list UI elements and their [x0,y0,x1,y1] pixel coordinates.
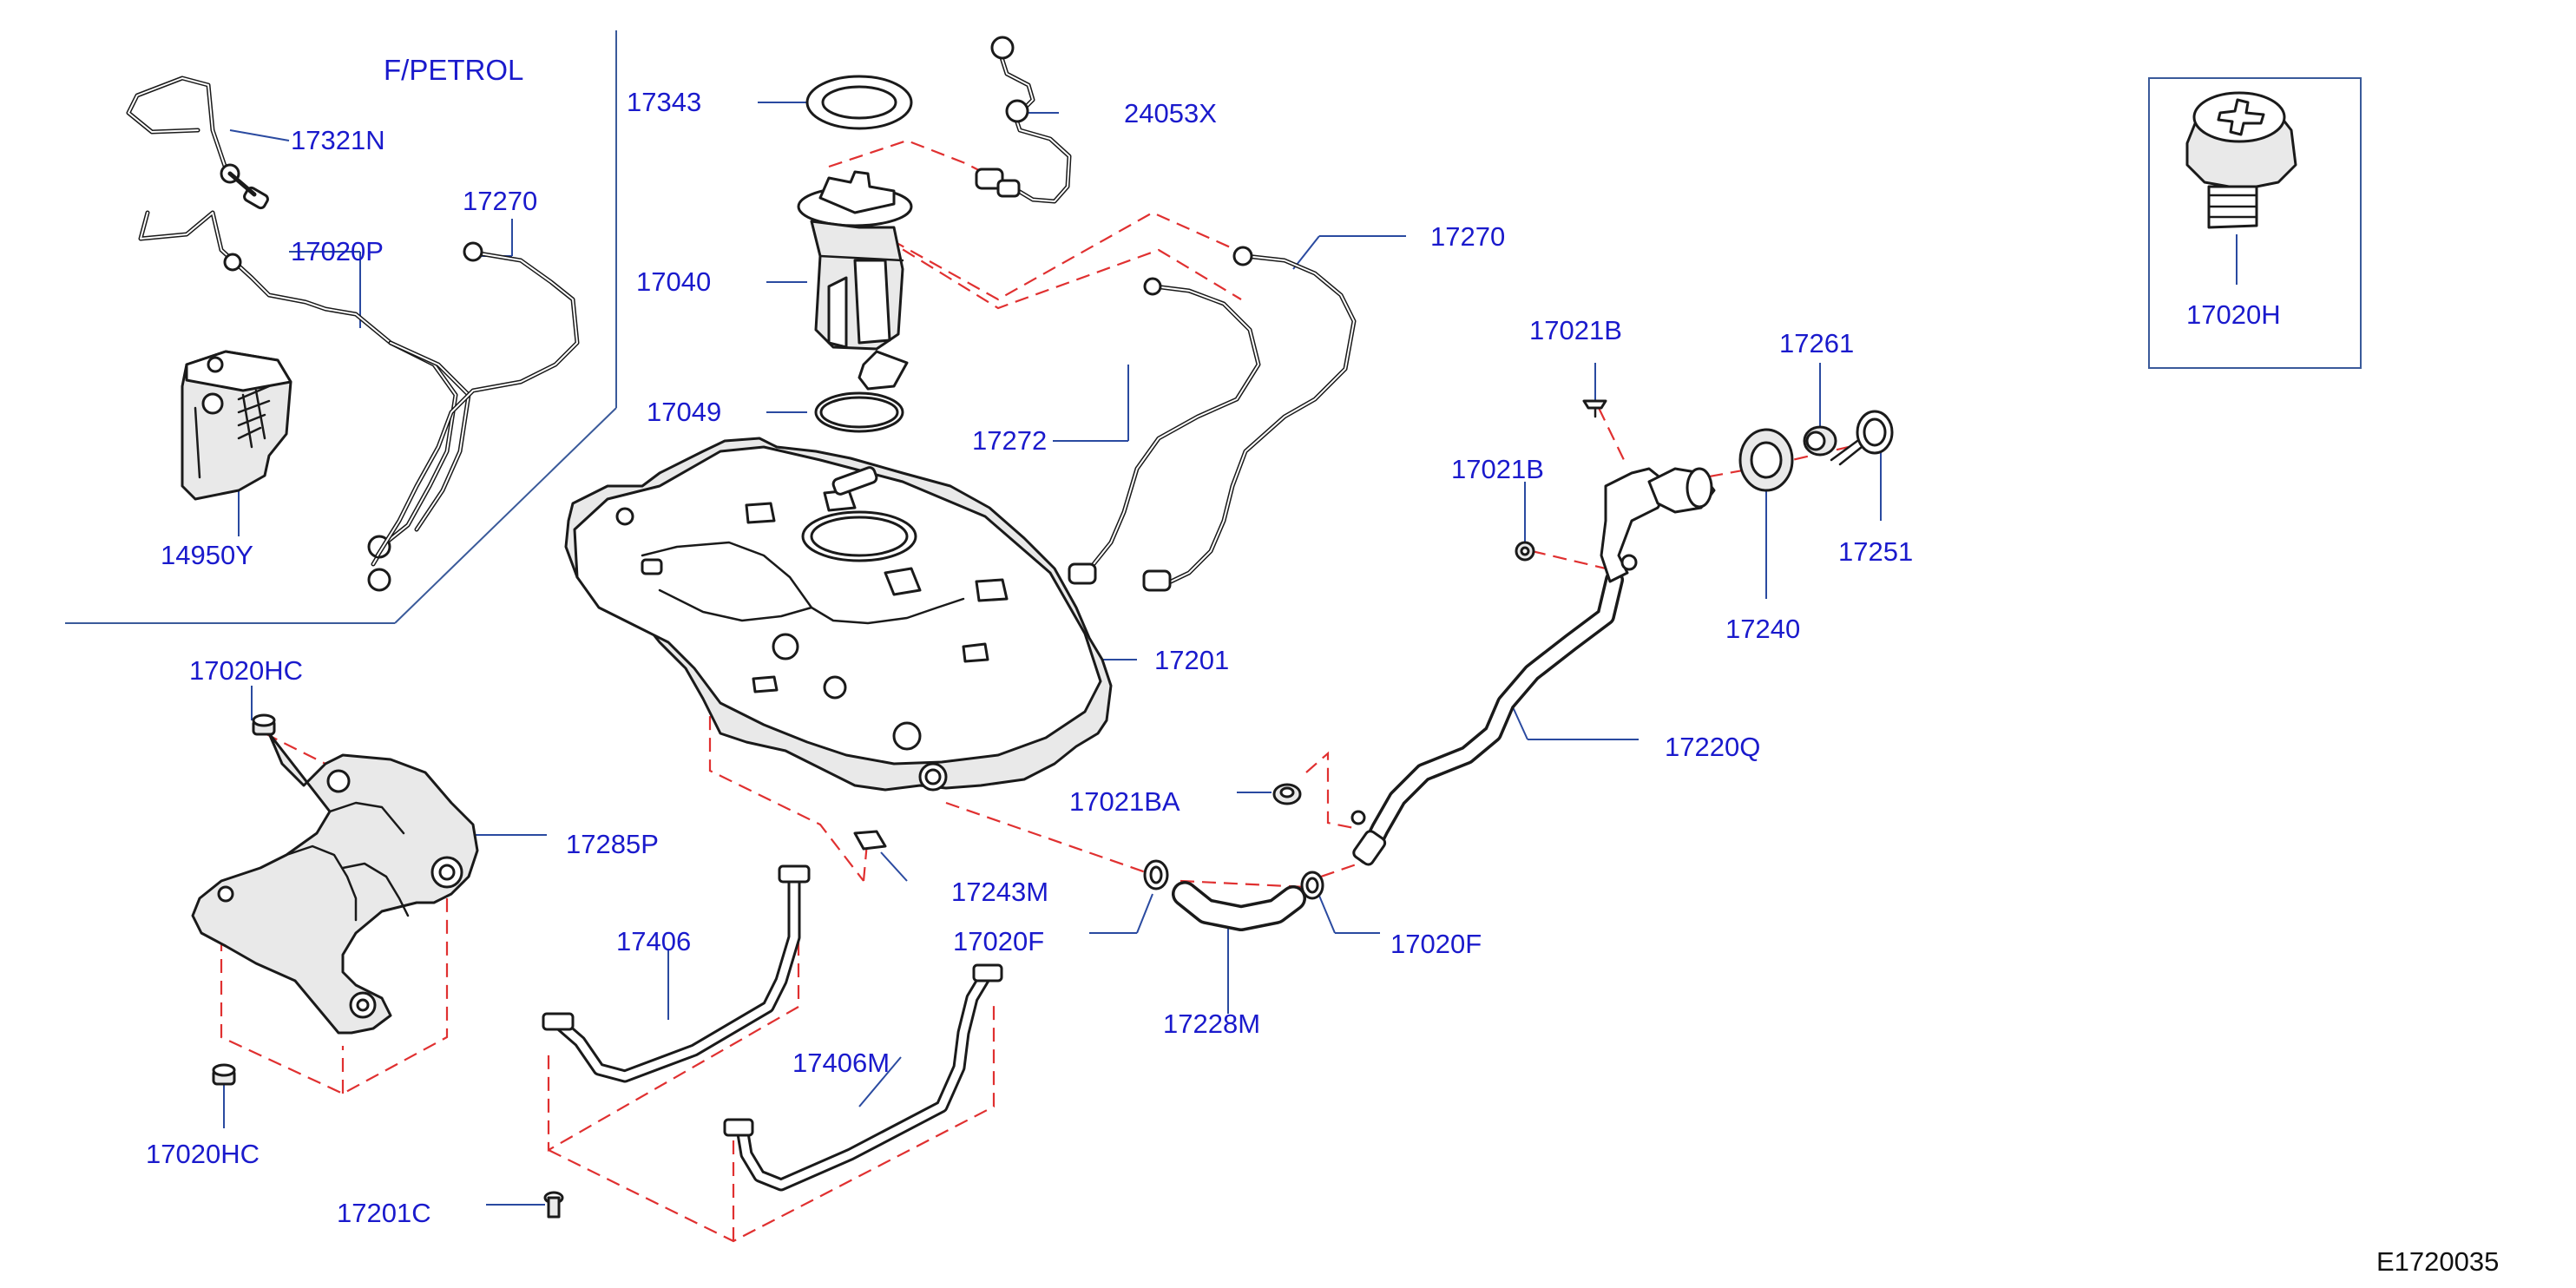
label-17285P: 17285P [566,829,659,859]
label-17243M: 17243M [951,877,1048,907]
label-17270-left: 17270 [463,186,537,216]
label-17021B-top: 17021B [1529,315,1622,345]
filler-cap-17251 [1830,410,1894,466]
label-17270-right: 17270 [1430,221,1505,252]
fuel-tank-17201 [564,437,1113,792]
harness-24053X [975,36,1072,204]
subtitle: F/PETROL [384,54,523,86]
label-17261: 17261 [1779,328,1854,358]
grommet-17021BA [1272,783,1302,805]
label-17272: 17272 [972,425,1047,456]
bolt-17021B-top [1582,399,1607,418]
bolt-17020HC-top [252,713,276,736]
heat-shield-17285P [191,732,479,1035]
drain-plug-17020H [2185,91,2297,229]
label-17020P: 17020P [291,236,384,266]
pump-ring-17343 [805,75,913,130]
diagram-code: E1720035 [2376,1246,2499,1277]
hose-17228M [1172,881,1306,931]
label-17321N: 17321N [291,125,385,155]
label-17020F-left: 17020F [953,926,1044,956]
fuel-pump-17040 [797,170,913,391]
label-17201C: 17201C [337,1198,431,1228]
label-17240: 17240 [1725,614,1800,644]
clamp-17020F-left [1143,859,1169,890]
label-17021BA: 17021BA [1069,786,1180,817]
label-17251: 17251 [1838,536,1913,567]
strap-17406M [723,963,1003,1192]
part-labels: F/PETROL 17321N 17270 17020P 14950Y 1734… [146,54,2499,1277]
label-17049: 17049 [647,397,721,427]
label-17406M: 17406M [792,1048,890,1078]
inset-frame-left [65,30,617,624]
bolt-17020HC-bottom [212,1063,236,1086]
label-17020HC-top: 17020HC [189,655,303,686]
o-ring-17049 [814,391,904,433]
vapor-hose-17270-left [375,241,580,558]
label-17020F-right: 17020F [1390,929,1482,959]
vapor-hose-17270-right [1142,246,1357,592]
label-17020HC-bottom: 17020HC [146,1139,260,1169]
label-17228M: 17228M [1163,1009,1260,1039]
label-17020H: 17020H [2186,299,2281,330]
clamp-17020F-right [1300,871,1324,900]
filler-pipe-17220Q [1350,467,1716,866]
spacer-17243M [853,830,887,851]
label-17201: 17201 [1154,645,1229,675]
bolt-17021B-mid [1515,541,1535,562]
label-17021B-mid: 17021B [1451,454,1544,484]
fuel-pipe-17020P [138,210,471,592]
bolt-17201C [543,1191,564,1219]
canister-14950Y [181,350,292,501]
label-24053X: 24053X [1124,98,1217,128]
vapor-hose-17272 [1068,277,1261,585]
fuel-pipe-17321N [126,76,269,210]
label-17406: 17406 [616,926,691,956]
filler-seal-17240 [1738,428,1794,492]
label-17220Q: 17220Q [1665,732,1760,762]
inset-frame-detail [2148,77,2362,369]
strap-17406 [542,864,811,1083]
label-17040: 17040 [636,266,711,297]
filler-collar-17261 [1803,425,1837,457]
label-14950Y: 14950Y [161,540,253,570]
label-17343: 17343 [627,87,701,117]
leader-lines [223,102,2238,1206]
